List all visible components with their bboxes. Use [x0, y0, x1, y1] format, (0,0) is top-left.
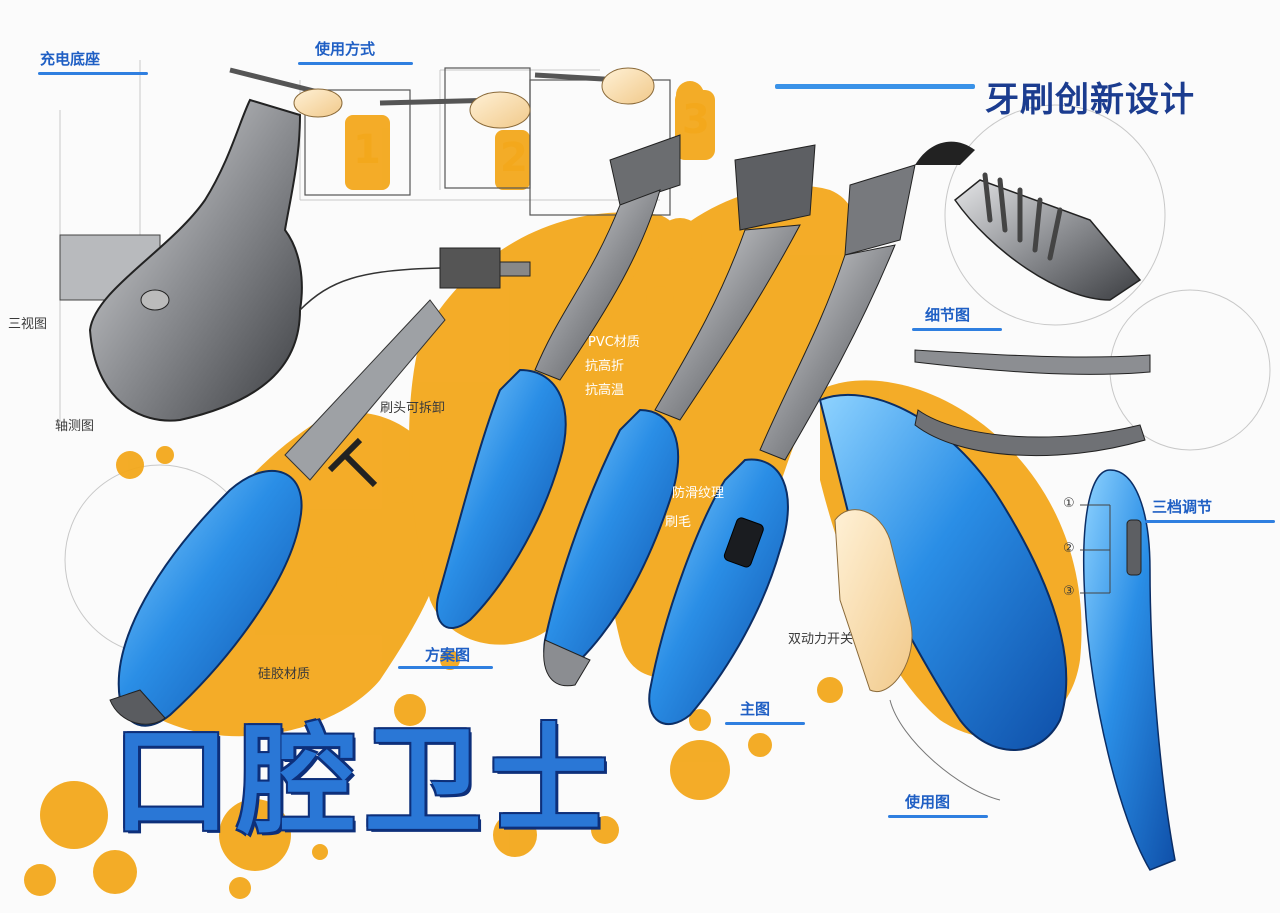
underline — [912, 328, 1002, 331]
label-detail-view: 细节图 — [925, 306, 971, 324]
label-dual-power: 双动力开关 — [788, 632, 854, 647]
underline — [725, 722, 805, 725]
label-use-view: 使用图 — [905, 793, 951, 811]
label-silicone-material: 硅胶材质 — [258, 667, 311, 682]
usage-hands — [229, 67, 655, 129]
underline — [888, 815, 988, 818]
bristle-detail-sketch — [914, 172, 1151, 457]
label-main-view: 主图 — [740, 700, 771, 718]
gear-mark-1: ① — [1063, 496, 1075, 511]
rotate-arrow — [915, 141, 975, 165]
label-axis-view: 轴测图 — [55, 419, 95, 434]
label-plan-view: 方案图 — [425, 646, 471, 664]
gear-mark-2: ② — [1063, 541, 1075, 556]
label-usage: 使用方式 — [315, 40, 376, 58]
toothbrush-4 — [648, 164, 916, 726]
toothbrush-3 — [543, 144, 816, 687]
toothbrush-2 — [435, 134, 681, 630]
label-three-gear: 三档调节 — [1152, 498, 1213, 516]
label-three-view: 三视图 — [8, 317, 48, 332]
title-underline — [775, 84, 975, 89]
charging-base-sketch — [59, 98, 531, 422]
underline — [1145, 520, 1275, 523]
label-bristle: 刷毛 — [665, 515, 692, 530]
page-title: 牙刷创新设计 — [985, 80, 1195, 120]
label-anti-slip: 防滑纹理 — [672, 486, 725, 501]
label-charging-base: 充电底座 — [40, 50, 101, 68]
underline — [38, 72, 148, 75]
gear-side-sketch — [1080, 469, 1176, 871]
underline — [398, 666, 493, 669]
toothbrush-1 — [109, 299, 446, 727]
label-anti-fold: 抗高折 — [585, 359, 625, 374]
gear-mark-3: ③ — [1063, 584, 1075, 599]
brand-title: 口腔卫士 — [112, 712, 617, 850]
label-anti-heat: 抗高温 — [585, 383, 625, 398]
underline — [298, 62, 413, 65]
label-head-detachable: 刷头可拆卸 — [380, 401, 446, 416]
label-pvc-material: PVC材质 — [588, 335, 640, 350]
step-number-3: 3 — [682, 97, 710, 143]
step-number-1: 1 — [353, 127, 381, 173]
step-number-2: 2 — [500, 135, 528, 181]
